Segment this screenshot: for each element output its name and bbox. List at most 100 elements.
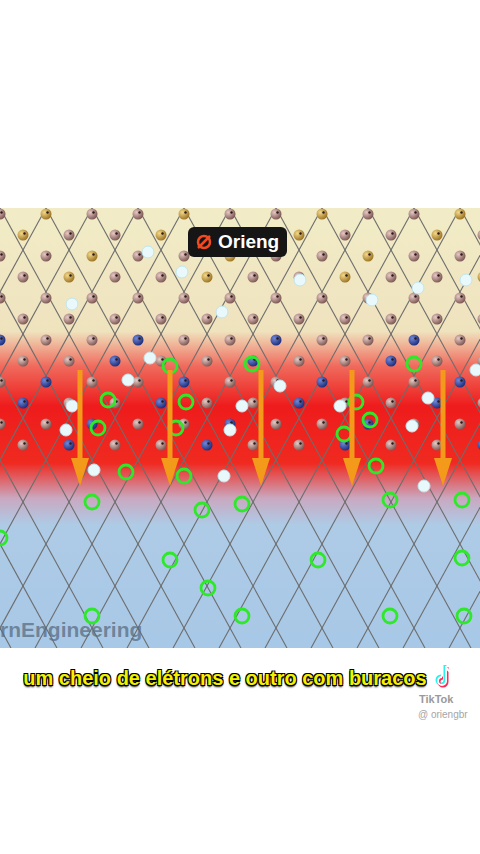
atom (110, 314, 121, 325)
atom (41, 293, 52, 304)
atom-mark (46, 337, 48, 339)
hole (383, 493, 397, 507)
bond-line (0, 208, 230, 648)
atom-mark (23, 316, 25, 318)
atom (432, 356, 443, 367)
field-arrows (71, 370, 452, 486)
atom (363, 209, 374, 220)
atom (18, 314, 29, 325)
atom (478, 314, 480, 325)
atom-mark (92, 379, 94, 381)
atom (478, 440, 480, 451)
atom-mark (276, 211, 278, 213)
hole (407, 357, 421, 371)
atom (0, 209, 6, 220)
hole (457, 609, 471, 623)
hole (201, 581, 215, 595)
atom-mark (322, 379, 324, 381)
atom-mark (460, 421, 462, 423)
atom (156, 272, 167, 283)
atom (386, 314, 397, 325)
atom (455, 419, 466, 430)
atom (363, 377, 374, 388)
atom-mark (46, 211, 48, 213)
bond-line (0, 208, 46, 648)
electron (274, 380, 286, 392)
hole (337, 427, 351, 441)
atom (363, 335, 374, 346)
atom (455, 335, 466, 346)
atom (0, 335, 6, 346)
bond-line (357, 208, 480, 648)
arrow-shaft (441, 370, 446, 462)
electron (144, 352, 156, 364)
atom-mark (161, 232, 163, 234)
atom (455, 293, 466, 304)
atom (202, 272, 213, 283)
atom (41, 209, 52, 220)
bond-line (322, 208, 480, 648)
atom-mark (207, 316, 209, 318)
electron (422, 392, 434, 404)
electron (176, 266, 188, 278)
atom-mark (115, 232, 117, 234)
electron (406, 420, 418, 432)
arrow-shaft (168, 370, 173, 462)
atom-mark (414, 253, 416, 255)
atom (156, 398, 167, 409)
atom (179, 209, 190, 220)
atom (317, 377, 328, 388)
atom-mark (345, 232, 347, 234)
atom (202, 440, 213, 451)
atom-mark (0, 295, 2, 297)
atom (110, 272, 121, 283)
atom-mark (0, 253, 2, 255)
atom-mark (276, 421, 278, 423)
atom-mark (0, 421, 2, 423)
atom-mark (230, 421, 232, 423)
atom (156, 440, 167, 451)
atom-mark (69, 442, 71, 444)
electron (216, 306, 228, 318)
hole (311, 553, 325, 567)
hole (245, 357, 259, 371)
atom-mark (414, 337, 416, 339)
atom (271, 293, 282, 304)
bond-line (138, 208, 379, 648)
atom (41, 419, 52, 430)
atom-mark (322, 295, 324, 297)
atom (202, 398, 213, 409)
watermark: rnEngineering (0, 618, 142, 642)
bond-line (449, 208, 480, 648)
atom-mark (138, 253, 140, 255)
atom-mark (184, 295, 186, 297)
atom (271, 419, 282, 430)
atom-mark (437, 442, 439, 444)
atom-mark (437, 274, 439, 276)
bond-line (35, 208, 276, 648)
background (0, 208, 480, 648)
tiktok-icon (435, 664, 457, 690)
atom (386, 356, 397, 367)
logo-ring (198, 236, 210, 248)
arrow-shaft (350, 370, 355, 462)
atom-mark (230, 211, 232, 213)
atom-mark (46, 379, 48, 381)
bond-line (184, 208, 425, 648)
atom-mark (0, 337, 2, 339)
atom (248, 272, 259, 283)
atom (225, 293, 236, 304)
atom-mark (460, 211, 462, 213)
tiktok-watermark: TikTok (419, 693, 453, 705)
bond-line (173, 208, 414, 648)
atom (41, 377, 52, 388)
atom-mark (115, 442, 117, 444)
atom-mark (437, 316, 439, 318)
atom-mark (184, 421, 186, 423)
electron (412, 282, 424, 294)
hole (163, 553, 177, 567)
electron (236, 400, 248, 412)
atom-mark (414, 379, 416, 381)
atom (18, 440, 29, 451)
atom (179, 335, 190, 346)
